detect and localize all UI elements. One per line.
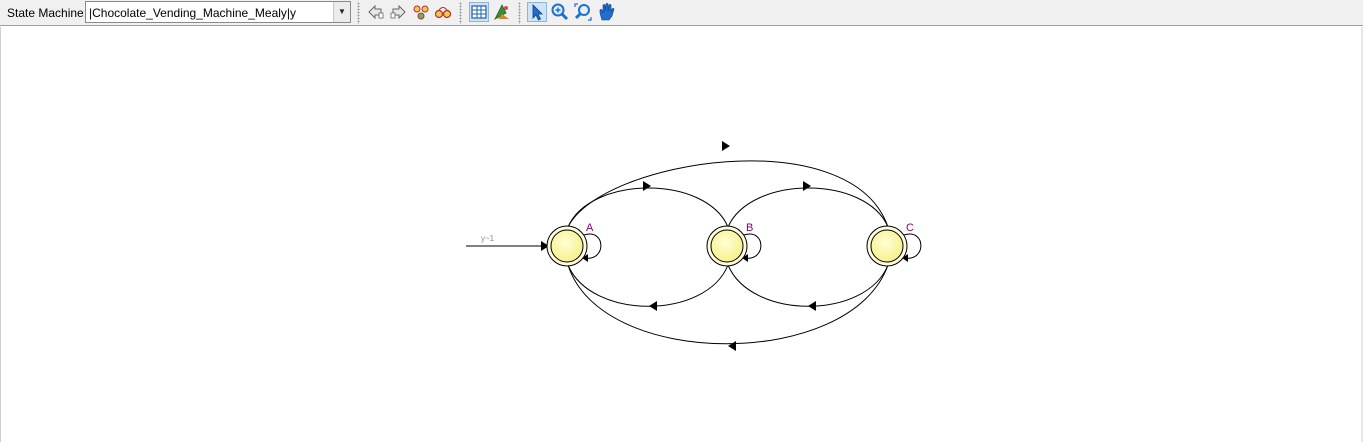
state-a[interactable] — [546, 225, 588, 267]
state-c-label: C — [906, 222, 914, 234]
reset-label: y~1 — [481, 234, 495, 243]
transition-a-to-b[interactable] — [567, 187, 729, 228]
reset-arrowhead — [541, 241, 549, 251]
toolbar-separator — [518, 2, 521, 24]
transition-c-to-b[interactable] — [727, 264, 889, 307]
toolbar: State Machine: |Chocolate_Vending_Machin… — [0, 0, 1363, 26]
arrowhead — [803, 181, 811, 191]
transition-b-to-a[interactable] — [567, 264, 729, 307]
state-table-icon[interactable] — [411, 2, 431, 22]
pan-hand-icon[interactable] — [596, 2, 616, 22]
zoom-in-icon[interactable] — [550, 2, 570, 22]
state-machine-select-value: |Chocolate_Vending_Machine_Mealy|y — [89, 6, 297, 20]
canvas-right-edge — [1361, 27, 1363, 442]
state-c[interactable] — [866, 225, 908, 267]
state-diagram: y~1 — [466, 141, 922, 351]
self-loop-b[interactable] — [743, 233, 762, 259]
chevron-down-icon[interactable]: ▼ — [333, 2, 350, 22]
forward-icon[interactable] — [388, 2, 408, 22]
grid-table-icon[interactable] — [469, 2, 489, 22]
self-loop-a[interactable] — [583, 233, 602, 259]
arrowhead — [643, 181, 651, 191]
arrowhead — [902, 254, 908, 262]
transition-b-to-c[interactable] — [727, 187, 889, 228]
toolbar-separator — [357, 2, 360, 24]
select-pointer-icon[interactable] — [527, 2, 547, 22]
arrowhead — [728, 341, 736, 351]
toolbar-separator — [459, 2, 462, 24]
state-diagram-canvas[interactable]: y~1 — [0, 27, 1363, 442]
arrowhead — [742, 254, 748, 262]
state-a-label: A — [586, 222, 594, 234]
zoom-fit-icon[interactable] — [573, 2, 593, 22]
simulation-icon[interactable] — [492, 2, 512, 22]
state-machine-select[interactable]: |Chocolate_Vending_Machine_Mealy|y ▼ — [85, 1, 351, 23]
state-machine-label: State Machine: — [7, 6, 88, 20]
transition-table-icon[interactable] — [433, 2, 453, 22]
state-b[interactable] — [706, 225, 748, 267]
transition-a-to-c[interactable] — [567, 160, 889, 228]
arrowhead — [649, 301, 657, 311]
arrowhead — [808, 301, 816, 311]
self-loop-c[interactable] — [903, 233, 922, 259]
state-b-label: B — [746, 222, 753, 234]
arrowhead — [582, 254, 588, 262]
arrowhead — [722, 141, 730, 151]
transition-c-to-a[interactable] — [567, 264, 889, 345]
back-icon[interactable] — [366, 2, 386, 22]
